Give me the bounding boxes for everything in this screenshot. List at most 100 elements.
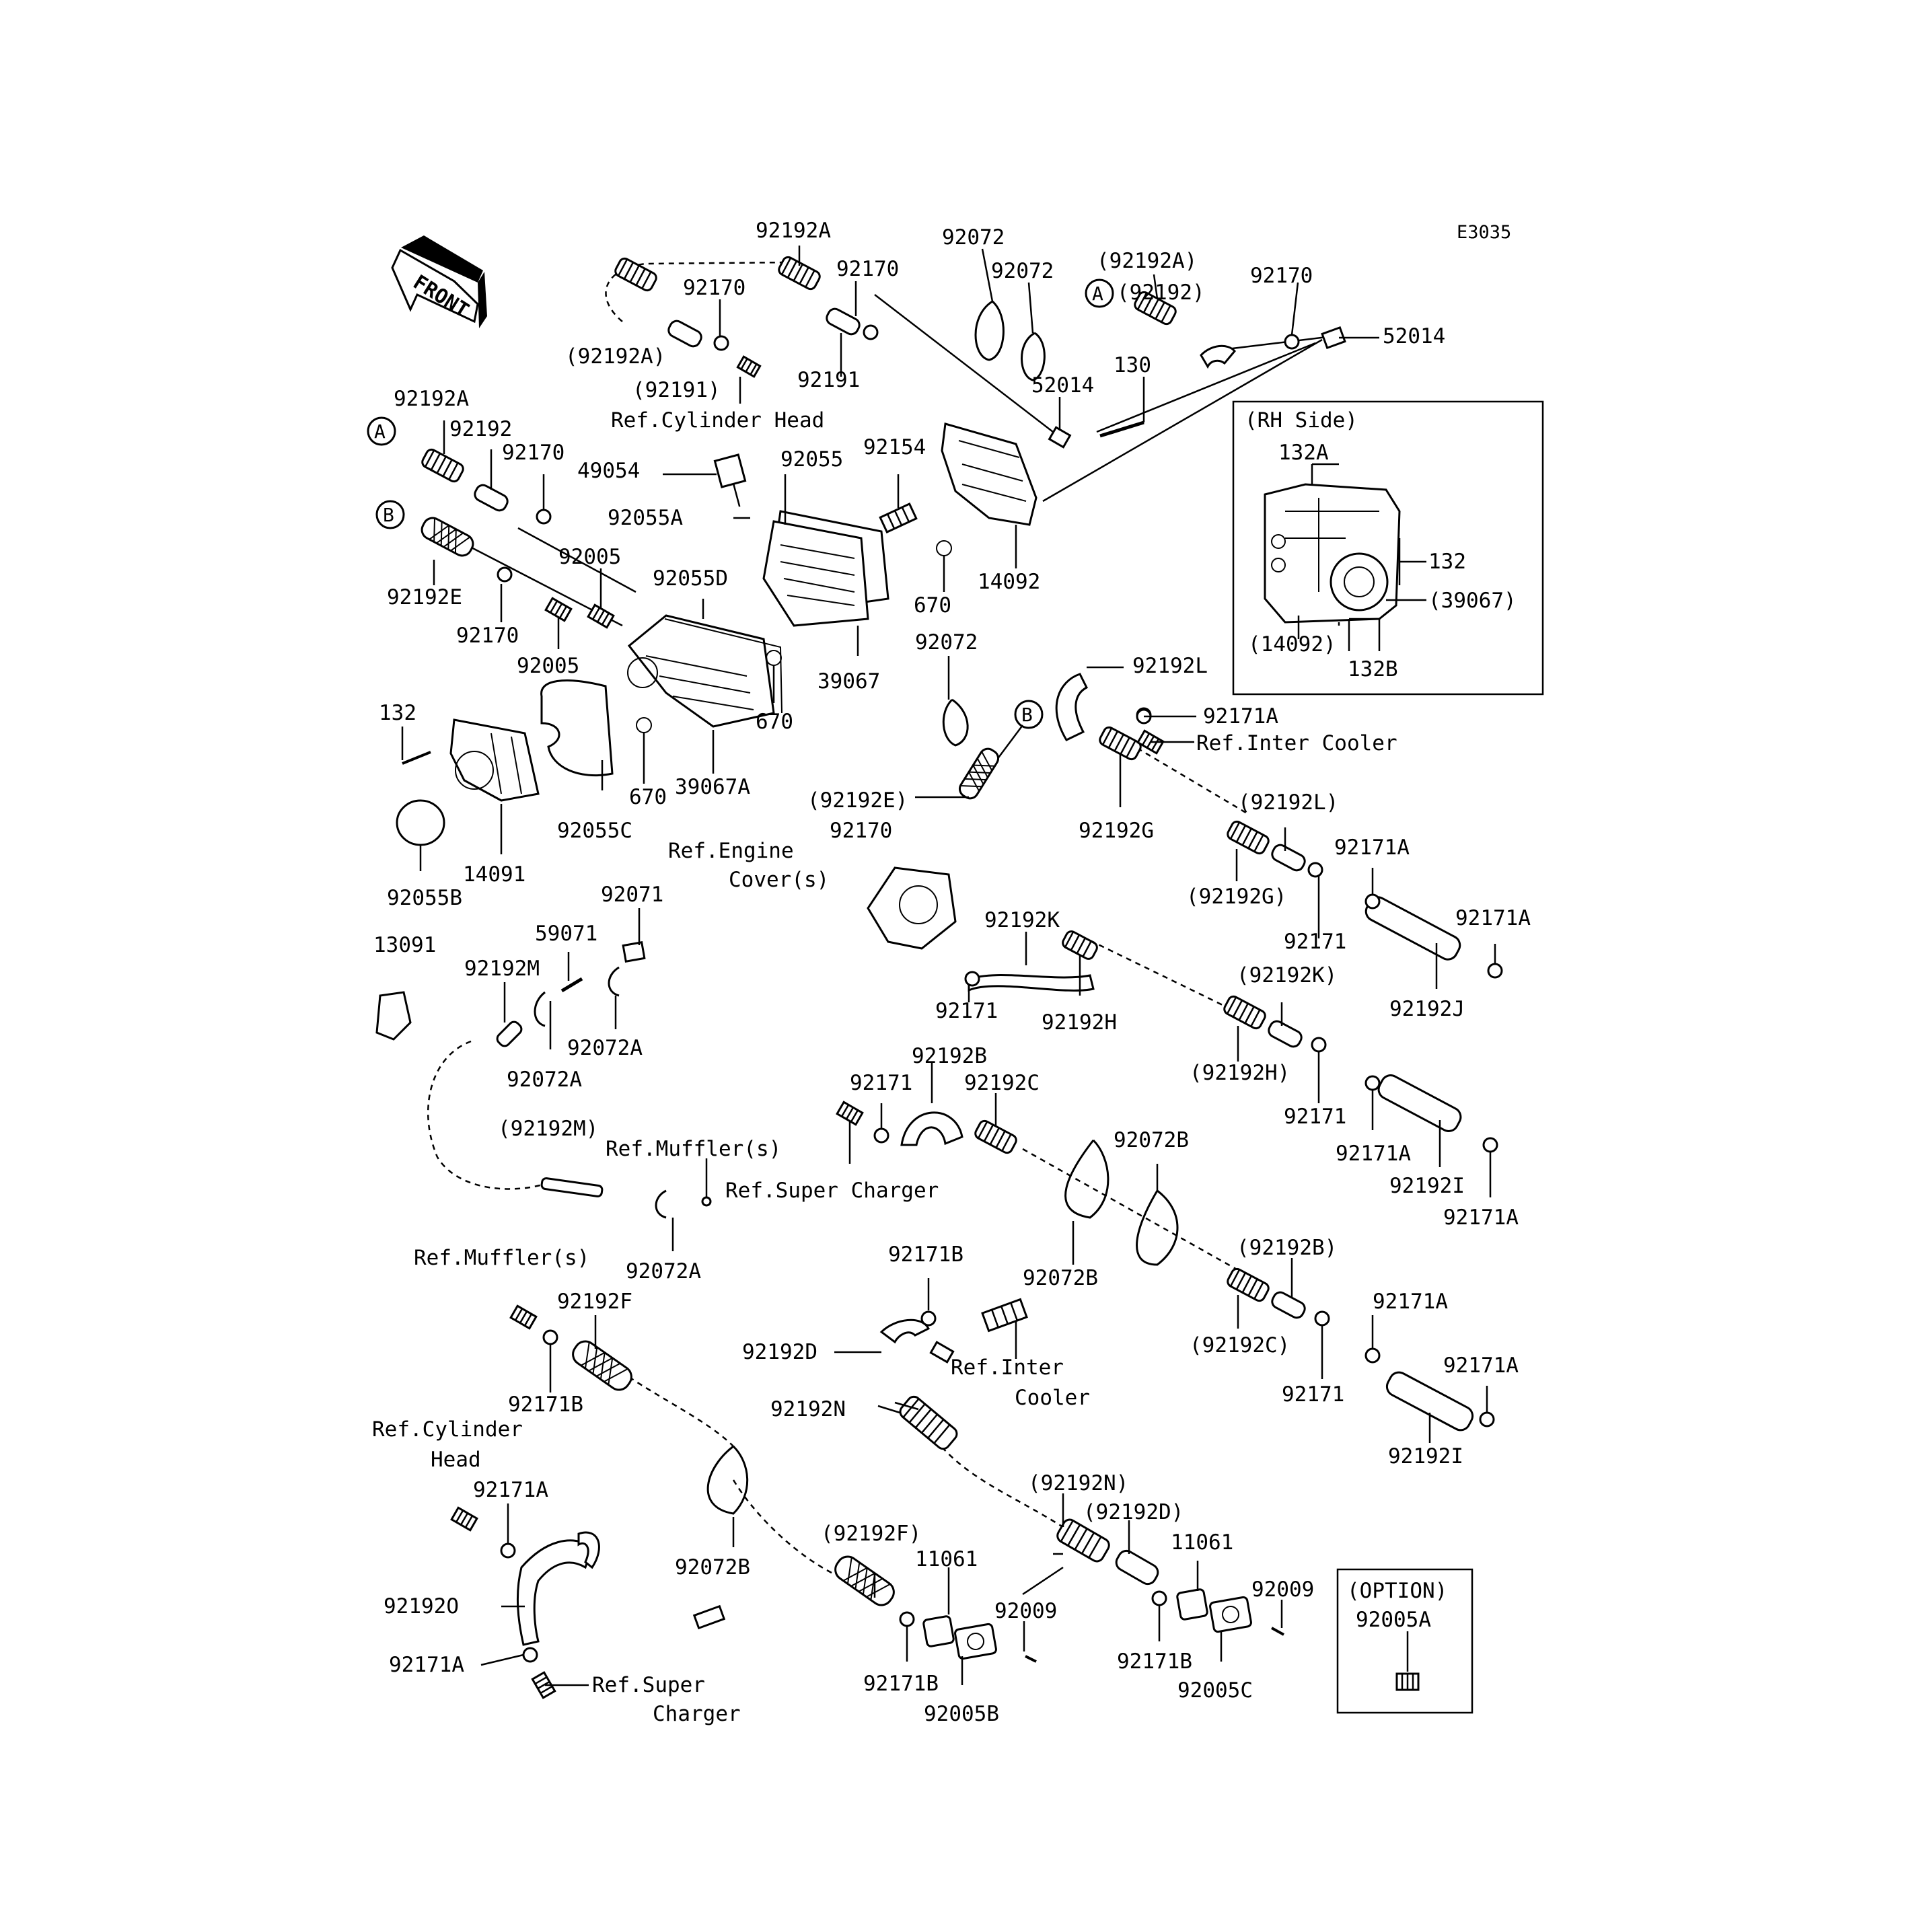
part-label: 92192M	[464, 957, 540, 981]
part-label: 39067	[817, 669, 880, 694]
part-label: 92055D	[653, 566, 728, 591]
part-label: 92192B	[912, 1044, 987, 1068]
part-label: 92072A	[567, 1036, 643, 1060]
part-label: 130	[1114, 353, 1151, 377]
part-label: 92171A	[1455, 906, 1531, 930]
inset-label-14092: (14092)	[1248, 632, 1336, 657]
part-label: Cover(s)	[729, 868, 829, 892]
part-label: (92192F)	[821, 1522, 921, 1546]
inset-label-132a: 132A	[1278, 441, 1329, 465]
part-label: 92171	[935, 999, 998, 1023]
part-label: (92192M)	[498, 1117, 598, 1141]
part-label: 92071	[601, 883, 663, 907]
part-label: 92171A	[1443, 1205, 1519, 1230]
part-label: (92192D)	[1083, 1500, 1184, 1524]
part-label: 92170	[502, 441, 565, 465]
part-label: Ref.Muffler(s)	[606, 1137, 781, 1161]
part-label: 670	[629, 785, 667, 809]
part-label: (92192N)	[1028, 1471, 1128, 1495]
part-label: 92005B	[924, 1702, 999, 1726]
part-label: 92055A	[608, 506, 683, 530]
part-label: 92192K	[984, 908, 1060, 932]
part-label: 92170	[683, 276, 745, 300]
part-label: 670	[756, 710, 793, 734]
front-arrow-icon: FRONT	[391, 235, 487, 328]
part-label: 92192I	[1388, 1444, 1463, 1469]
part-label: (92192H)	[1190, 1061, 1290, 1085]
part-label: 92192F	[557, 1290, 632, 1314]
marker-a-right-label: A	[1092, 283, 1103, 305]
bolt-icons	[402, 420, 1284, 1663]
part-label: 92170	[1250, 264, 1313, 288]
part-label: 92171A	[1443, 1353, 1519, 1378]
part-label: (92192C)	[1190, 1333, 1290, 1358]
part-label: Ref.Inter Cooler	[1196, 731, 1397, 755]
band-clip-icons	[534, 300, 1179, 1515]
rh-side-inset: (RH Side) 132A 132 (39067) (14092) 132B	[1232, 400, 1544, 696]
part-label: 92192H	[1042, 1010, 1117, 1035]
part-label: 92009	[994, 1599, 1057, 1623]
part-label: 92171B	[1117, 1649, 1192, 1674]
cover-icons	[375, 422, 1252, 1660]
part-label: 92192N	[770, 1397, 846, 1421]
part-label: 92192I	[1389, 1174, 1465, 1198]
part-label: Ref.Super	[592, 1673, 705, 1697]
part-label: 92072	[915, 630, 978, 655]
part-label: 92171	[1284, 1105, 1346, 1129]
part-label: 92171	[850, 1071, 912, 1095]
part-label: Cooler	[1015, 1386, 1090, 1410]
part-labels: 92192A 92170 92072 92072 (92192A) (92192…	[372, 219, 1531, 1726]
part-label: 92171A	[1334, 835, 1410, 860]
part-label: 92072A	[626, 1259, 701, 1284]
part-label: Head	[431, 1448, 481, 1472]
part-label: 92192D	[742, 1340, 817, 1364]
part-label: (92192L)	[1238, 790, 1338, 815]
hose-icons	[516, 344, 1236, 1646]
part-label: 92192C	[964, 1071, 1040, 1095]
inset-label-132b: 132B	[1348, 657, 1398, 681]
part-label: 670	[914, 593, 951, 618]
part-label: 92171A	[389, 1653, 464, 1677]
fitting-icons	[450, 326, 1420, 1699]
part-label: Ref.Muffler(s)	[414, 1246, 589, 1270]
part-label: (92192A)	[565, 344, 665, 369]
marker-b-center-label: B	[1021, 704, 1033, 726]
option-title: (OPTION)	[1347, 1579, 1447, 1603]
part-label: 92171A	[1203, 704, 1278, 729]
part-label: 92170	[836, 257, 899, 281]
part-label: 132	[379, 701, 416, 725]
part-label: 92072	[991, 259, 1054, 283]
part-label: 92192A	[756, 219, 831, 243]
part-label: Ref.Cylinder	[372, 1417, 523, 1442]
part-label: Ref.Cylinder Head	[611, 408, 824, 433]
part-label: (92192G)	[1186, 885, 1286, 909]
part-label: 92171A	[1373, 1290, 1448, 1314]
part-label: (92192)	[1117, 281, 1205, 305]
part-label: 52014	[1383, 324, 1445, 348]
option-part: 92005A	[1356, 1608, 1431, 1632]
part-label: 52014	[1031, 373, 1094, 398]
marker-b-left-label: B	[383, 504, 394, 526]
part-label: 92171B	[863, 1672, 939, 1696]
inset-title: (RH Side)	[1245, 408, 1358, 433]
part-label: 92171B	[508, 1392, 583, 1417]
leader-lines	[401, 246, 1496, 1686]
part-label: 92171B	[888, 1242, 963, 1267]
part-label: Ref.Inter	[951, 1355, 1064, 1380]
part-label: Ref.Super Charger	[725, 1179, 939, 1203]
part-label: 92192A	[394, 387, 469, 411]
marker-b-center: B	[1014, 700, 1044, 729]
inset-label-132: 132	[1428, 550, 1466, 574]
diagram-code: E3035	[1457, 222, 1511, 243]
part-label: Charger	[653, 1702, 741, 1726]
marker-a-left-label: A	[374, 420, 386, 443]
part-label: 92171	[1282, 1382, 1344, 1407]
part-label: 92072B	[675, 1555, 750, 1580]
part-label: 92154	[863, 435, 926, 459]
part-label: 11061	[915, 1547, 978, 1571]
part-label: (92192K)	[1237, 963, 1337, 988]
part-label: 92171A	[473, 1478, 548, 1502]
part-label: 92055C	[557, 819, 632, 843]
part-label: 92072B	[1114, 1128, 1189, 1152]
